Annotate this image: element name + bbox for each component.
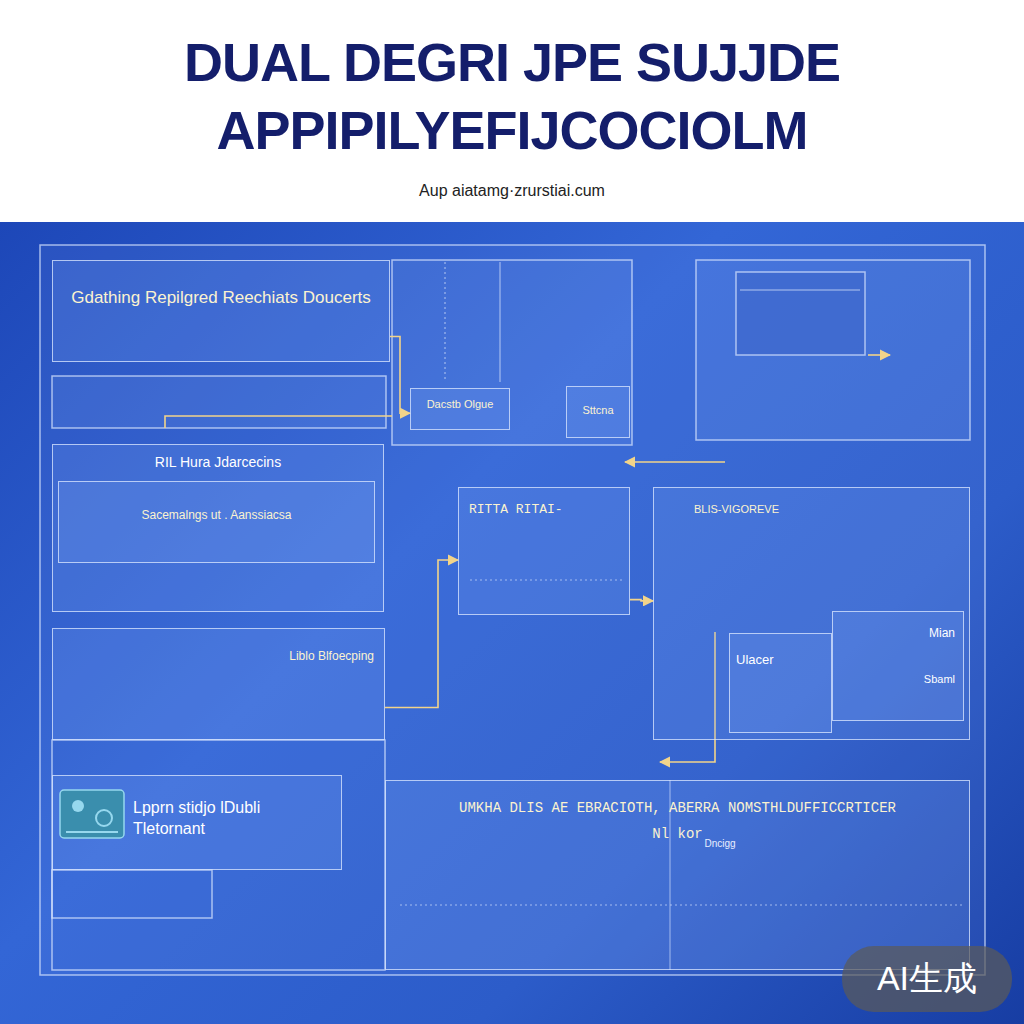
panel (52, 870, 212, 918)
node-label: UMKHA DLIS AE EBRACIOTH, ABERRA NOMSTHLD… (394, 799, 961, 817)
panel (696, 260, 970, 440)
process-box: Liblo Blfoecping (52, 628, 385, 740)
caption: Aup aiatamg·zrurstiai.cum (312, 182, 712, 200)
note: Dncigg (640, 838, 800, 849)
process-box: Sttcna (566, 386, 630, 438)
node-label: BLIS-VIGOREVE (694, 502, 959, 516)
panel (52, 740, 385, 970)
strip (52, 376, 386, 428)
screen-icon (736, 272, 865, 355)
title: DUAL DEGRI JPE SUJJDE APPIPILYEFIJCOCIOL… (72, 28, 952, 164)
divider (500, 262, 501, 382)
node-label: Ulacer (736, 652, 825, 669)
arrow (868, 354, 890, 356)
process-box: Lpprn stidjo lDubli Tletornant (52, 775, 342, 870)
leader-line (165, 416, 392, 428)
node-text: Nl kor (394, 825, 961, 843)
process-box: MianSbaml (832, 611, 964, 721)
connector-arrow (385, 560, 458, 708)
arrow (625, 461, 725, 463)
node-label: Lpprn stidjo lDubli Tletornant (133, 798, 331, 840)
node-label: Mian (841, 626, 955, 642)
process-box: Sacemalngs ut . Aanssiacsa (58, 481, 375, 563)
group-box: BLIS-VIGOREVE Ulacer MianSbaml (653, 487, 970, 740)
panel (392, 260, 632, 445)
process-box: Ulacer (729, 633, 832, 733)
process-box: Gdathing Repilgred Reechiats Doucerts (52, 260, 390, 362)
node-label: Liblo Blfoecping (153, 649, 374, 665)
connector-arrow (630, 600, 653, 601)
node-label: Sttcna (571, 403, 625, 417)
node-text: Sbaml (841, 672, 955, 686)
process-box: UMKHA DLIS AE EBRACIOTH, ABERRA NOMSTHLD… (385, 780, 970, 970)
process-box: Dacstb Olgue (410, 388, 510, 430)
dotted-line (445, 262, 446, 382)
node-label: RITTA RITAI- (469, 502, 619, 519)
frame (40, 245, 985, 975)
node-label: Dacstb Olgue (415, 397, 505, 411)
watermark: AI生成 (842, 946, 1012, 1012)
node-label: RIL Hura Jdarcecins (61, 453, 375, 471)
divider (740, 290, 860, 291)
process-box: RITTA RITAI- (458, 487, 630, 615)
connector-arrow (390, 337, 410, 414)
node-label: Gdathing Repilgred Reechiats Doucerts (65, 287, 377, 309)
group-box: RIL Hura JdarcecinsSacemalngs ut . Aanss… (52, 444, 384, 612)
node-label: Sacemalngs ut . Aanssiacsa (67, 508, 366, 524)
